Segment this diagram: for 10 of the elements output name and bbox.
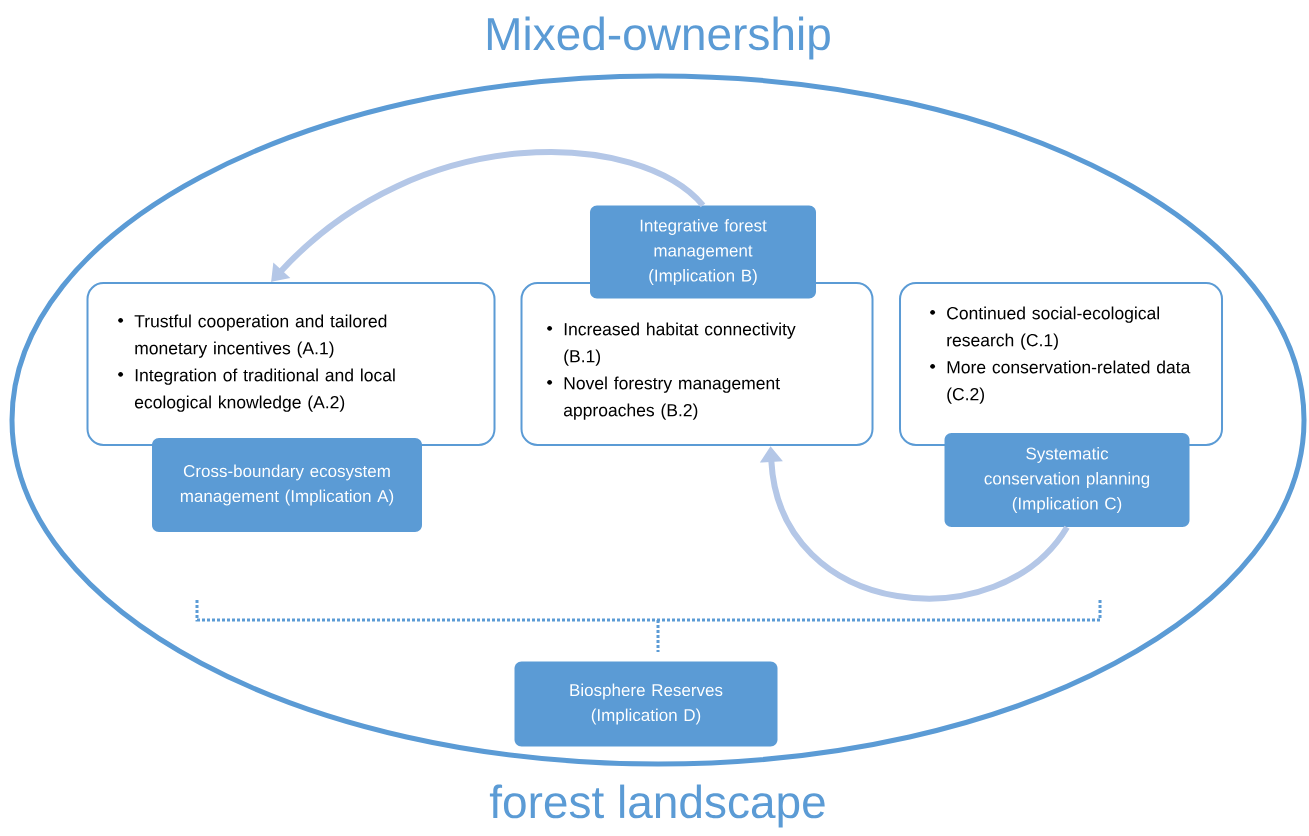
label-box: Biosphere Reserves (Implication D): [514, 661, 778, 747]
bullet-list: Trustful cooperation and tailored monetary incentives (A.1) Integration of traditional and local ecological knowledge (A.2): [118, 314, 395, 412]
heading: forest landscape: [489, 784, 825, 828]
label-box: Cross-boundary ecosystem management (Implication A): [152, 438, 422, 532]
curved-arrow: [271, 149, 706, 282]
label-box: Integrative forest management (Implication B): [590, 205, 816, 299]
label-box: Systematic conservation planning (Implication C): [944, 433, 1190, 527]
bullet-list: Increased habitat connectivity (B.1) Novel forestry management approaches (B.2): [547, 322, 796, 420]
bullet-list: Continued social-ecological research (C.1) More conservation-related data (C.2): [930, 306, 1191, 404]
heading: Mixed-ownership: [487, 16, 830, 60]
